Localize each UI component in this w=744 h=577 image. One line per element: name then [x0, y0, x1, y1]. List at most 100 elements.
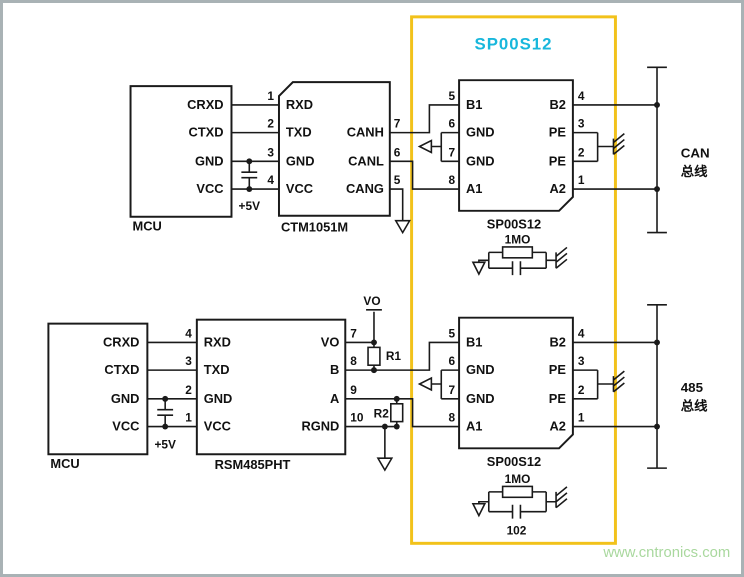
pin-number: 7: [449, 145, 456, 159]
pin-number: 2: [578, 145, 585, 159]
pin-label: RXD: [204, 334, 231, 349]
pin-label: VCC: [204, 419, 231, 434]
junction-dot: [371, 339, 377, 346]
resistor-body: [390, 402, 404, 423]
resistor-body: [501, 485, 534, 499]
can-wire-net: [231, 66, 667, 276]
mcu-box: [129, 85, 233, 218]
pin-label: GND: [204, 391, 233, 406]
pin-number: 5: [449, 89, 456, 103]
pin-label: GND: [466, 125, 495, 140]
resistor-ref: R2: [374, 407, 390, 421]
junction-dot: [246, 186, 253, 193]
mcu-pin-label: CRXD: [103, 334, 139, 349]
pin-number: 6: [449, 117, 456, 131]
pin-number: 9: [350, 383, 357, 397]
pin-label: RXD: [286, 97, 313, 112]
pin-number: 3: [185, 354, 192, 368]
pin-number: 1: [578, 411, 585, 425]
pin-label: TXD: [286, 125, 312, 140]
chassis-ground-icon: [612, 370, 625, 393]
junction-dot: [654, 101, 660, 108]
pin-label: GND: [286, 153, 315, 168]
pin-number: 8: [449, 411, 456, 425]
pin-label: GND: [466, 153, 495, 168]
chip-caption: SP00S12: [487, 454, 541, 469]
pin-number: 4: [185, 326, 192, 340]
pin-number: 10: [350, 411, 364, 425]
bus-label: CAN: [681, 145, 710, 160]
pin-label: PE: [549, 391, 567, 406]
junction-dots: [162, 101, 660, 430]
resistor-ref: R1: [386, 349, 402, 363]
chip-caption: SP00S12: [487, 217, 541, 232]
mcu-pin-label: VCC: [196, 181, 223, 196]
can-transceiver-box: [277, 81, 391, 217]
ground-arrow-icon: [471, 502, 487, 518]
pin-label: B1: [466, 334, 482, 349]
highlight-box: [410, 15, 617, 545]
pin-label: TXD: [204, 362, 230, 377]
pin-label: A2: [550, 181, 566, 196]
pin-number: 4: [578, 326, 585, 340]
chassis-ground-icon: [555, 486, 568, 509]
pin-number: 5: [449, 326, 456, 340]
schematic-canvas: SP00S12 CRXD CTXD GND VCC MCU +5V 1 2 3 …: [47, 15, 730, 561]
pin-label: CANH: [347, 125, 384, 140]
left-arrow-connector-icon: [417, 376, 433, 392]
pin-number: 5: [394, 173, 401, 187]
pin-number: 6: [449, 354, 456, 368]
pin-number: 1: [578, 173, 585, 187]
chip-caption: CTM1051M: [281, 220, 348, 235]
pin-number: 7: [350, 326, 357, 340]
capacitor-value: 102: [507, 523, 527, 537]
pin-label: B: [330, 362, 339, 377]
resistor-value: 1MO: [505, 472, 531, 486]
pin-label: A: [330, 391, 339, 406]
junction-dot: [654, 423, 660, 430]
mcu-caption: MCU: [133, 219, 162, 234]
pin-number: 7: [449, 383, 456, 397]
junction-dot: [246, 158, 253, 165]
can-section: CRXD CTXD GND VCC MCU +5V 1 2 3 4 RXD TX…: [129, 66, 710, 276]
junction-dot: [654, 339, 660, 346]
pin-number: 4: [267, 173, 274, 187]
pin-number: 6: [394, 145, 401, 159]
pin-label: B1: [466, 97, 482, 112]
pin-label: RGND: [301, 419, 339, 434]
pin-label: PE: [549, 153, 567, 168]
ground-arrow-icon: [376, 457, 394, 472]
bus-label: 485: [681, 380, 704, 395]
pin-number: 8: [350, 354, 357, 368]
junction-dot: [371, 367, 377, 374]
junction-dot: [162, 423, 169, 430]
protector-box: [458, 79, 574, 212]
pin-number: 2: [267, 117, 274, 131]
vo-net-label: VO: [363, 294, 380, 308]
resistor-body: [501, 246, 534, 259]
pin-label: GND: [466, 362, 495, 377]
junction-dot: [393, 423, 400, 430]
pin-number: 2: [185, 383, 192, 397]
mcu-pin-label: CTXD: [189, 125, 224, 140]
rs485-wire-net: [147, 304, 667, 519]
junction-dot: [162, 395, 169, 402]
pin-number: 1: [267, 89, 274, 103]
junction-dot: [381, 423, 388, 430]
resistor-body: [367, 346, 381, 366]
pin-label: PE: [549, 362, 567, 377]
pin-label: PE: [549, 125, 567, 140]
mcu-pin-label: VCC: [112, 419, 139, 434]
pin-number: 3: [267, 145, 274, 159]
mcu-pin-label: CTXD: [104, 362, 139, 377]
pin-label: B2: [550, 97, 566, 112]
protector-box: [458, 316, 574, 450]
pin-number: 2: [578, 383, 585, 397]
watermark: www.cntronics.com: [602, 545, 730, 561]
bus-label: 总线: [681, 163, 708, 179]
pin-number: 3: [578, 117, 585, 131]
supply-label: +5V: [239, 199, 261, 213]
pin-number: 8: [449, 173, 456, 187]
pin-number: 4: [578, 89, 585, 103]
